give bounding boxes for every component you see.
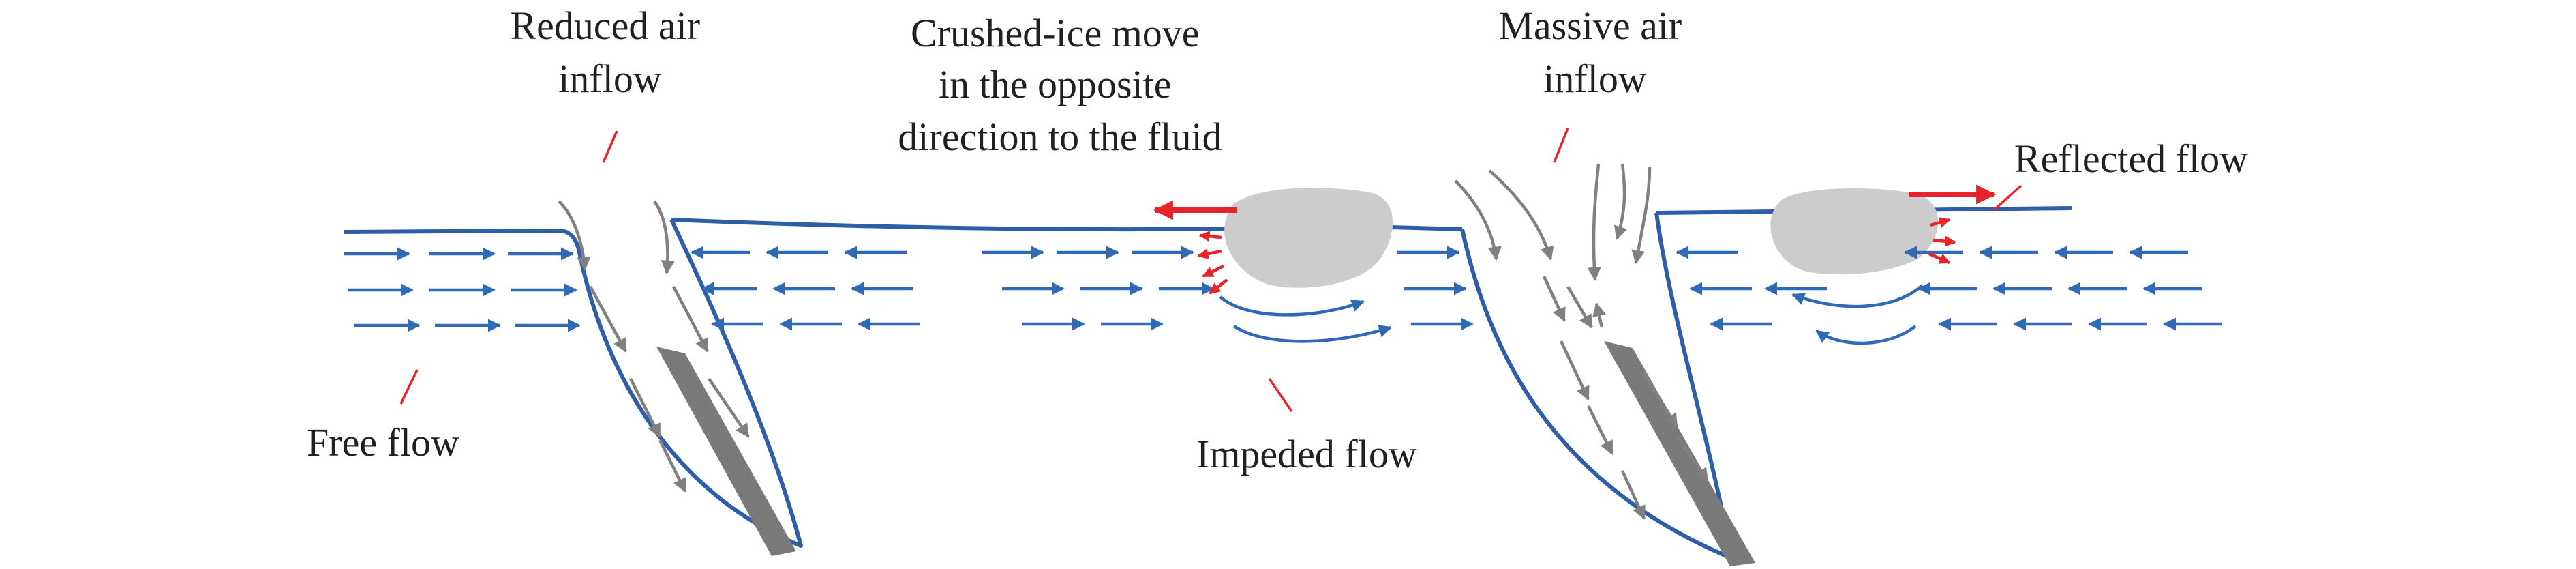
- reduced-air-inflow-label: Reduced air inflow: [510, 3, 710, 101]
- air-arrow: [589, 285, 627, 353]
- air-arrow: [1613, 163, 1628, 240]
- reflection-arrow: [1209, 278, 1228, 295]
- crushed-ice-red-arrows: [1153, 184, 1996, 295]
- air-arrow: [1641, 370, 1678, 428]
- curved-flow-arrow: [1815, 325, 1917, 345]
- reflection-arrow: [1197, 248, 1222, 259]
- crushed-ice-move-label: Crushed-ice move in the opposite directi…: [898, 11, 1222, 159]
- air-arrow: [653, 200, 675, 275]
- crushed-ice-block-left: [1224, 188, 1393, 288]
- free-flow-arrows: [344, 247, 581, 332]
- reflection-arrow: [1932, 235, 1956, 247]
- crushed-ice-block-right: [1770, 188, 1939, 275]
- air-arrow: [1631, 166, 1652, 264]
- right-plate: [1604, 341, 1755, 566]
- back-flow-arrows-left: [691, 246, 920, 331]
- air-arrow: [1586, 405, 1614, 455]
- reflection-arrow: [1928, 252, 1951, 265]
- air-arrow: [1587, 163, 1601, 282]
- leader-free-flow: [399, 369, 419, 405]
- right-cavity-outline: [1460, 212, 1733, 560]
- air-arrow: [1542, 276, 1566, 322]
- label-leader-lines: [399, 128, 2022, 412]
- massive-air-inflow-arrows: [1454, 163, 1709, 520]
- massive-air-inflow-label: Massive air inflow: [1498, 3, 1692, 101]
- left-surface-line: [344, 229, 581, 253]
- air-arrow: [1566, 285, 1593, 329]
- free-flow-label: Free flow: [307, 420, 459, 465]
- air-arrow: [1488, 169, 1554, 261]
- reflected-flow-label: Reflected flow: [2014, 136, 2248, 181]
- curved-flow-arrow: [1232, 325, 1392, 343]
- air-arrow: [672, 285, 709, 353]
- air-arrow: [1454, 179, 1502, 261]
- air-arrow: [628, 377, 662, 438]
- leader-reflected-flow: [1992, 184, 2022, 211]
- air-arrow: [558, 200, 591, 272]
- air-arrow: [708, 377, 750, 438]
- curved-flow-arrow: [1219, 295, 1365, 317]
- impeded-flow-label: Impeded flow: [1196, 432, 1417, 476]
- air-arrow: [1620, 470, 1646, 520]
- reflection-arrow: [1930, 217, 1951, 228]
- back-flow-arrows-right: [1676, 246, 2222, 345]
- air-arrow: [1676, 435, 1709, 482]
- crushed-ice-blocks: [1224, 188, 1939, 288]
- air-arrow: [1559, 340, 1590, 400]
- leader-massive-air: [1553, 128, 1569, 163]
- reflection-arrow: [1202, 264, 1225, 278]
- leader-impeded-flow: [1268, 378, 1293, 412]
- reduced-air-inflow-arrows: [558, 200, 750, 493]
- curved-flow-arrow: [1791, 284, 1924, 308]
- immersed-plates: [656, 341, 1755, 566]
- air-arrow: [658, 439, 687, 493]
- left-plate: [656, 347, 796, 556]
- air-arrow: [1592, 302, 1606, 328]
- leader-reduced-air: [602, 130, 618, 163]
- impeded-flow-arrows: [982, 246, 1474, 343]
- reflection-arrow: [1198, 231, 1222, 242]
